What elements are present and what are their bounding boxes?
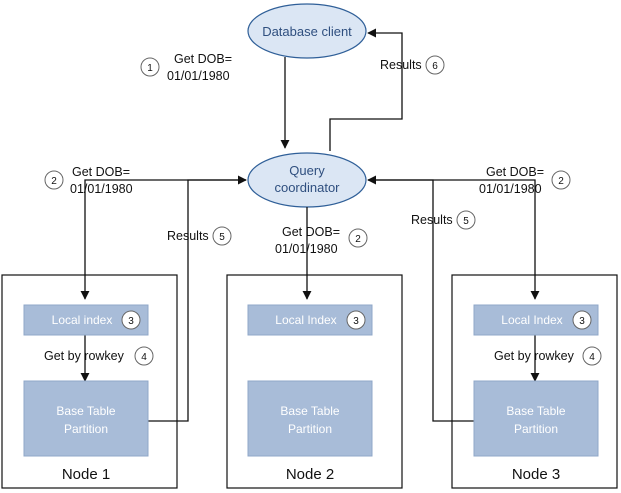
node1-rowkey-step-num: 4 [141,352,147,363]
coordinator-to-client-arrow [329,28,403,151]
step-5-node3-num: 5 [463,216,469,227]
step-2-node2-label-1: Get DOB= [282,225,340,239]
node1-name: Node 1 [62,466,110,483]
node1-index-step-num: 3 [128,316,134,327]
node3-name: Node 3 [512,466,560,483]
step-2-node3-num: 2 [558,176,564,187]
step-2-node3-badge [551,170,571,190]
node3-index-step-badge [572,310,592,330]
step-2-node1-num: 2 [51,176,57,187]
node3-index-step-num: 3 [579,316,585,327]
step-5-node1-label: Results [167,229,209,243]
step-6-label: Results [380,58,422,72]
step-2-node1-badge [44,170,64,190]
node1-rowkey-label: Get by rowkey [44,349,125,363]
database-client-label: Database client [262,24,352,39]
node1-results-arrow [148,175,247,422]
node2-index-step-num: 3 [353,316,359,327]
node3-table-label-2: Partition [514,422,558,436]
node1-base-table [23,380,149,457]
node2-index-step-badge [346,310,366,330]
node3-base-table [473,380,599,457]
step-5-node1-badge [212,226,232,246]
node1-table-label-2: Partition [64,422,108,436]
step-5-node3-badge [456,210,476,230]
node1-index-step-badge [121,310,141,330]
node1-rowkey-step-badge [134,346,154,366]
node2-base-table [247,380,373,457]
step-2-node3-label-2: 01/01/1980 [479,182,542,196]
step-1-badge [140,57,160,77]
step-2-node2-badge [348,228,368,248]
node2-name: Node 2 [286,466,334,483]
node3-rowkey-label: Get by rowkey [494,349,575,363]
step-2-node2-num: 2 [355,234,361,245]
node3-rowkey-step-num: 4 [589,352,595,363]
node3-table-label-1: Base Table [506,404,565,418]
database-client [247,3,367,59]
step-2-node1-label-2: 01/01/1980 [70,182,133,196]
step-6-num: 6 [432,61,438,72]
node3-rowkey-step-badge [582,346,602,366]
step-1-label-1: Get DOB= [174,52,232,66]
node2-table-label-2: Partition [288,422,332,436]
node3-results-arrow [367,175,474,422]
step-2-node1-label-1: Get DOB= [72,165,130,179]
step-1-num: 1 [147,63,153,74]
node3-local-index-label: Local Index [501,313,562,327]
step-6-badge [425,55,445,75]
step-2-node3-label-1: Get DOB= [486,165,544,179]
step-5-node1-num: 5 [219,232,225,243]
node1-table-label-1: Base Table [56,404,115,418]
node2-table-label-1: Base Table [280,404,339,418]
step-5-node3-label: Results [411,213,453,227]
step-2-node2-label-2: 01/01/1980 [275,242,338,256]
node1-local-index-label: Local index [52,313,113,327]
query-coordinator-label-1: Query [289,163,325,178]
step-1-label-2: 01/01/1980 [167,69,230,83]
node2-local-index-label: Local Index [275,313,336,327]
query-coordinator-label-2: coordinator [274,180,340,195]
